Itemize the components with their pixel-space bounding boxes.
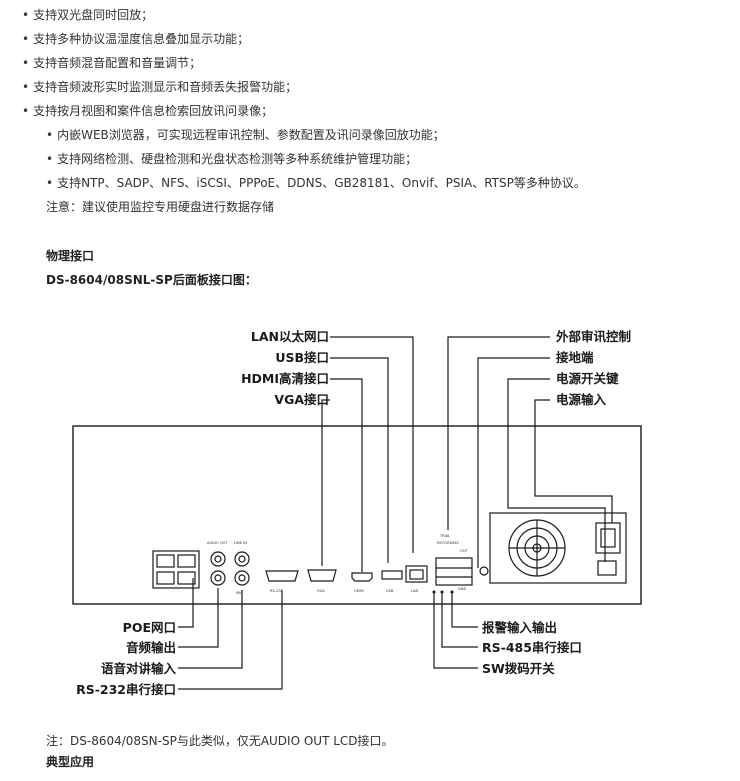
callout-mic (178, 590, 243, 669)
chassis-outline (72, 425, 642, 605)
terminal-block (435, 557, 473, 586)
feature-text: 支持多种协议温湿度信息叠加显示功能； (33, 32, 250, 46)
line-in-jack (234, 551, 250, 567)
callout-power-input (534, 399, 613, 523)
label-ground: 接地端 (556, 350, 594, 365)
storage-note: 注意：建议使用监控专用硬盘进行数据存储 (46, 200, 275, 214)
power-input-socket (595, 522, 621, 554)
label-hdmi: HDMI高清接口 (241, 371, 329, 386)
callout-power-switch (507, 378, 606, 562)
power-supply (489, 512, 627, 584)
callout-vga (321, 399, 330, 566)
line-in-jack-inner (238, 555, 246, 563)
label-alarm: 报警输入输出 (482, 620, 557, 635)
label-mic: 语音对讲输入 (101, 661, 177, 676)
callout-rs232 (178, 590, 283, 690)
label-sw: SW拨码开关 (482, 661, 555, 676)
model-note: 注：DS-8604/08SN-SP与此类似，仅无AUDIO OUT LCD接口。 (46, 734, 394, 748)
sub-feature-item: 内嵌WEB浏览器，可实现远程审讯控制、参数配置及讯问录像回放功能； (46, 127, 445, 143)
label-poe: POE网口 (123, 620, 176, 635)
panel-text-rs232: RS-232 (270, 589, 283, 593)
sub-feature-text: 支持网络检测、硬盘检测和光盘状态检测等多种系统维护管理功能； (57, 152, 418, 166)
panel-text-vga: VGA (317, 589, 325, 593)
mic-jack-inner (238, 574, 246, 582)
section-title: 物理接口 (46, 249, 95, 263)
mic-jack (234, 570, 250, 586)
feature-text: 支持音频混音配置和音量调节； (33, 56, 202, 70)
sub-feature-text: 支持NTP、SADP、NFS、iSCSI、PPPoE、DDNS、GB28181、… (57, 176, 586, 190)
ground-screw (479, 566, 489, 576)
feature-item: 支持多种协议温湿度信息叠加显示功能； (22, 31, 249, 47)
label-vga: VGA接口 (274, 392, 329, 407)
callout-hdmi (330, 378, 363, 572)
callout-usb (330, 357, 389, 563)
label-power-switch: 电源开关键 (556, 371, 619, 386)
power-input-socket-inner (600, 528, 616, 548)
panel-text-trial: TRIAL (439, 534, 450, 538)
panel-text-recording: RECORDING (437, 541, 459, 545)
hdmi-connector (351, 572, 373, 582)
callout-alarm (451, 592, 478, 628)
callout-ground (477, 357, 550, 568)
panel-text-usb: USB (386, 589, 394, 593)
sub-feature-item: 支持网络检测、硬盘检测和光盘状态检测等多种系统维护管理功能； (46, 151, 417, 167)
panel-text-out: OUT (460, 549, 468, 553)
poe-port (156, 571, 175, 585)
poe-port (177, 571, 196, 585)
sub-feature-item: 支持NTP、SADP、NFS、iSCSI、PPPoE、DDNS、GB28181、… (46, 175, 586, 191)
label-rs232: RS-232串行接口 (76, 682, 176, 697)
panel-text-audio-out: AUDIO OUT (207, 541, 228, 545)
callout-lan (330, 336, 414, 553)
feature-item: 支持按月视图和案件信息检索回放讯问录像； (22, 103, 273, 119)
panel-text-line-in: LINE IN (234, 541, 247, 545)
feature-text: 支持双光盘同时回放； (33, 8, 154, 22)
label-lan: LAN以太网口 (251, 329, 329, 344)
label-audio-out: 音频输出 (126, 640, 176, 655)
callout-audio-out (178, 588, 219, 648)
feature-item: 支持双光盘同时回放； (22, 7, 153, 23)
rear-panel-diagram: AUDIO OUT LINE IN MIC RS-232 VGA HDMI US… (72, 329, 642, 697)
vga-connector (307, 569, 337, 582)
label-power-input: 电源输入 (556, 392, 607, 407)
audio-out-jack-inner (214, 574, 222, 582)
label-usb: USB接口 (275, 350, 329, 365)
callout-poe (178, 578, 194, 628)
audio-out-jack (210, 570, 226, 586)
sub-feature-text: 内嵌WEB浏览器，可实现远程审讯控制、参数配置及讯问录像回放功能； (57, 128, 445, 142)
feature-item: 支持音频混音配置和音量调节； (22, 55, 201, 71)
callout-rs485 (441, 592, 478, 648)
poe-port-block (152, 550, 200, 589)
callout-sw (433, 592, 478, 669)
lan-connector-inner (409, 569, 424, 580)
feature-text: 支持音频波形实时监测显示和音频丢失报警功能； (33, 80, 298, 94)
lan-connector (405, 565, 428, 583)
audio-out-jack (210, 551, 226, 567)
poe-port (177, 554, 196, 568)
audio-out-jack-inner (214, 555, 222, 563)
callout-ext-control (447, 336, 550, 530)
panel-text-lan: LAN (411, 589, 419, 593)
poe-port (156, 554, 175, 568)
usb-connector (381, 570, 403, 580)
power-switch (597, 560, 617, 576)
panel-text-gnd: GND (458, 587, 466, 591)
rs232-connector (265, 570, 299, 582)
label-rs485: RS-485串行接口 (482, 640, 582, 655)
diagram-title: DS-8604/08SNL-SP后面板接口图： (46, 273, 257, 287)
label-ext-control: 外部审讯控制 (555, 329, 631, 344)
panel-text-mic: MIC (236, 591, 243, 595)
panel-text-hdmi: HDMI (354, 589, 364, 593)
feature-item: 支持音频波形实时监测显示和音频丢失报警功能； (22, 79, 297, 95)
bottom-title: 典型应用 (46, 755, 95, 769)
feature-text: 支持按月视图和案件信息检索回放讯问录像； (33, 104, 274, 118)
